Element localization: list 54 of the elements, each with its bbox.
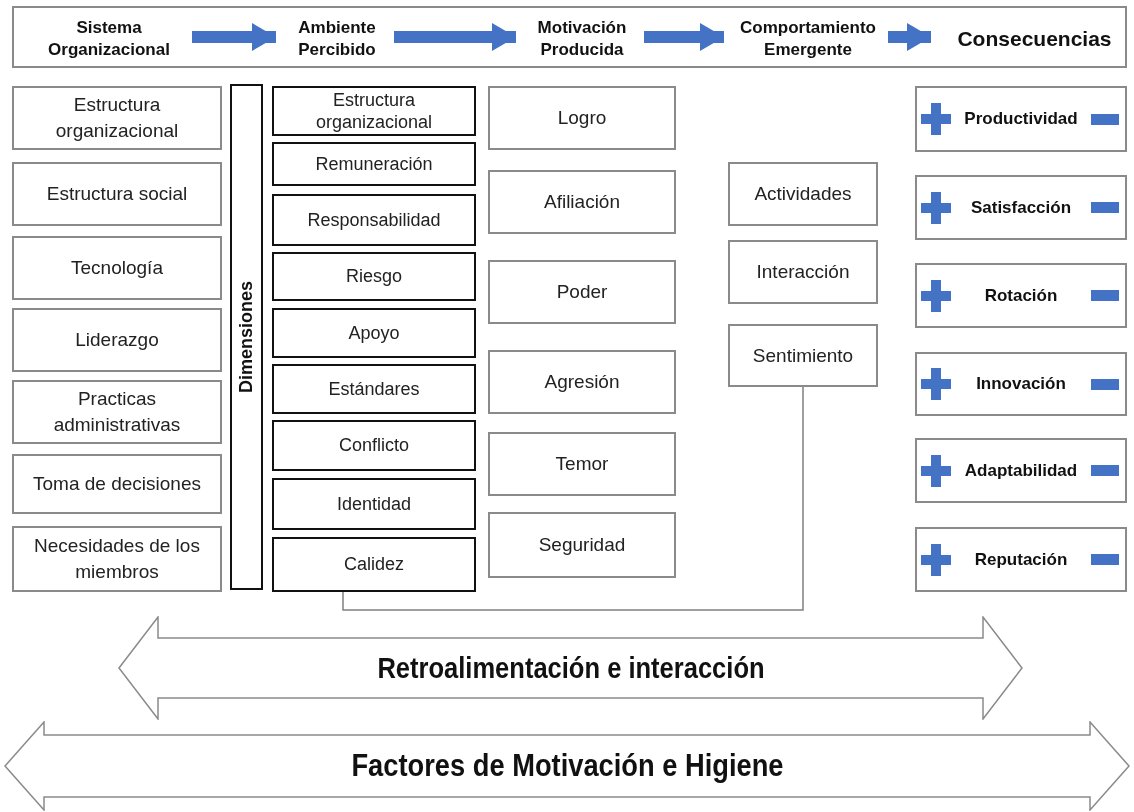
outcome-box (915, 352, 1127, 416)
text-box: Sentimiento (728, 324, 878, 387)
arrow (192, 23, 276, 51)
text-box: Afiliación (488, 170, 676, 234)
text-box: Estructura organizacional (272, 86, 476, 136)
text-box: Remuneración (272, 142, 476, 186)
connector-line (342, 386, 804, 611)
column-heading: Motivación Producida (532, 12, 632, 66)
text-box: Seguridad (488, 512, 676, 578)
text-box: Apoyo (272, 308, 476, 358)
text-box: Calidez (272, 537, 476, 592)
text-box: Responsabilidad (272, 194, 476, 246)
arrow-label: Factores de Motivación e Higiene (350, 748, 784, 784)
banner-shape (4, 721, 1130, 811)
column-heading: Comportamiento Emergente (740, 12, 876, 66)
arrow (394, 23, 516, 51)
text-box: Conflicto (272, 420, 476, 471)
text-box: Identidad (272, 478, 476, 530)
text-box: Actividades (728, 162, 878, 226)
arrow (644, 23, 724, 51)
outcome-label: Productividad (963, 109, 1079, 129)
banner-shape (118, 616, 1023, 720)
text-box: Necesidades de los miembros (12, 526, 222, 592)
text-box: Agresión (488, 350, 676, 414)
outcome-box (915, 527, 1127, 592)
header-band (12, 6, 1127, 68)
text-box: Poder (488, 260, 676, 324)
outcome-box (915, 263, 1127, 328)
text-box: Logro (488, 86, 676, 150)
text-box: Liderazgo (12, 308, 222, 372)
text-box: Estructura organizacional (12, 86, 222, 150)
column-heading: Sistema Organizacional (38, 12, 180, 66)
text-box: Practicas administrativas (12, 380, 222, 444)
text-box: Estructura social (12, 162, 222, 226)
outcome-box (915, 175, 1127, 240)
outcome-label: Innovación (975, 374, 1067, 394)
vertical-label-box (230, 84, 263, 590)
text-box: Riesgo (272, 252, 476, 301)
arrow-label: Retroalimentación e interacción (376, 651, 765, 685)
text-box: Toma de decisiones (12, 454, 222, 514)
vertical-label: Dimensiones (236, 280, 257, 393)
text-box: Estándares (272, 364, 476, 414)
outcome-label: Adaptabilidad (963, 460, 1079, 481)
outcome-box (915, 438, 1127, 503)
column-heading: Consecuencias (947, 12, 1122, 66)
outcome-label: Satisfacción (969, 197, 1073, 218)
text-box: Interacción (728, 240, 878, 304)
arrow (888, 23, 931, 51)
outcome-box (915, 86, 1127, 152)
column-heading: Ambiente Percibido (292, 12, 382, 66)
outcome-label: Reputación (973, 549, 1069, 570)
text-box: Tecnología (12, 236, 222, 300)
text-box: Temor (488, 432, 676, 496)
outcome-label: Rotación (983, 285, 1059, 306)
